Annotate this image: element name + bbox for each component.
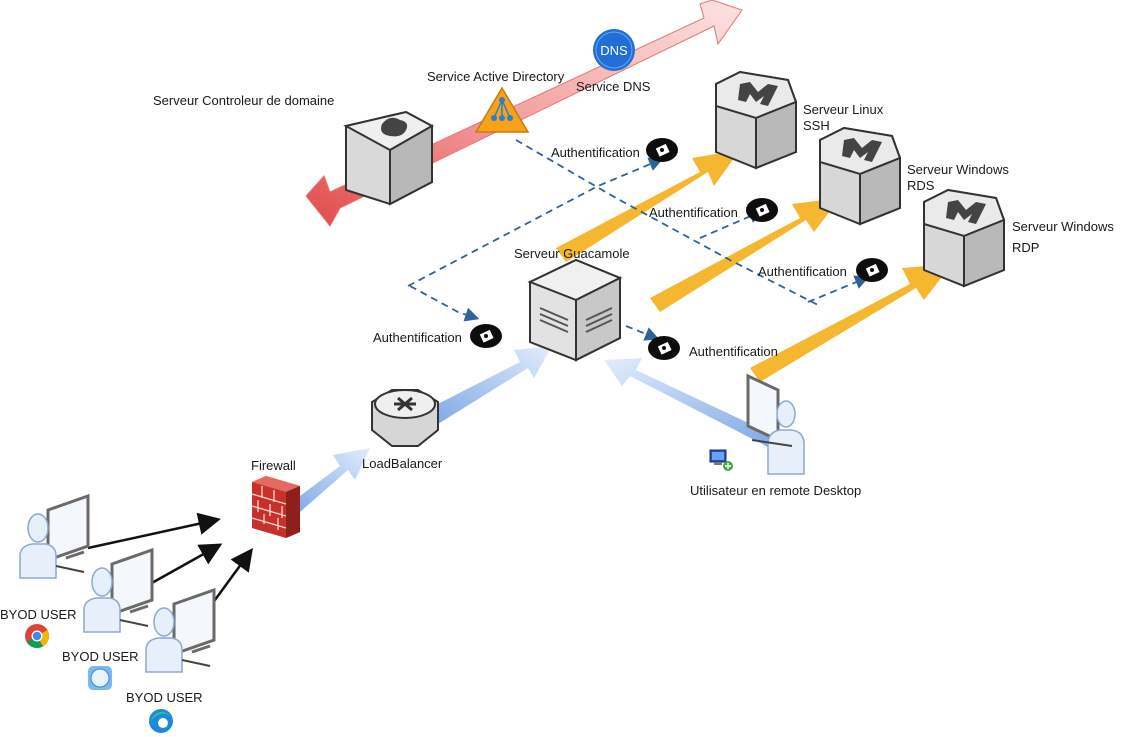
remote-desktop-icon <box>709 449 733 471</box>
byod-user-2 <box>82 548 154 634</box>
loadbalancer <box>371 389 439 447</box>
lock-icon <box>646 138 678 162</box>
byod-user-label-1: BYOD USER <box>0 607 77 622</box>
dns-icon: DNS <box>593 29 635 71</box>
lock-icon <box>648 336 680 360</box>
windows-rds-server <box>819 127 901 225</box>
edge-icon <box>149 709 173 733</box>
byod-user-label-3: BYOD USER <box>126 690 203 705</box>
lock-icon <box>470 324 502 348</box>
byod-user-1 <box>18 494 90 580</box>
firewall-label: Firewall <box>251 458 296 473</box>
safari-icon <box>88 666 112 690</box>
auth-label-rdp: Authentification <box>758 264 847 279</box>
dns-service-label: Service DNS <box>576 79 651 94</box>
byod-user-3 <box>144 588 216 674</box>
remote-user-label: Utilisateur en remote Desktop <box>690 483 862 498</box>
windows-rdp-server <box>923 189 1005 287</box>
firewall-icon <box>251 476 300 538</box>
guacamole-server <box>527 258 623 362</box>
windows-rdp-protocol-label: RDP <box>1012 240 1040 255</box>
domain-controller-server <box>343 110 435 206</box>
auth-label-guacamole: Authentification <box>373 330 462 345</box>
flow-arrows <box>292 346 776 512</box>
windows-rds-label: Serveur Windows <box>907 162 1009 177</box>
dns-badge-text: DNS <box>600 43 628 58</box>
linux-server <box>715 71 797 169</box>
linux-server-label: Serveur Linux <box>803 102 884 117</box>
active-directory-icon <box>474 86 530 133</box>
active-directory-label: Service Active Directory <box>427 69 565 84</box>
chrome-icon <box>25 624 50 649</box>
byod-arrows <box>87 512 253 605</box>
byod-user-label-2: BYOD USER <box>62 649 139 664</box>
windows-rdp-label: Serveur Windows <box>1012 219 1114 234</box>
linux-protocol-label: SSH <box>803 118 830 133</box>
remote-user <box>746 373 805 475</box>
gold-arrows <box>556 150 952 382</box>
auth-lines <box>407 139 870 341</box>
loadbalancer-label: LoadBalancer <box>362 456 443 471</box>
guacamole-label: Serveur Guacamole <box>514 246 630 261</box>
lock-icon <box>746 198 778 222</box>
windows-rds-protocol-label: RDS <box>907 178 935 193</box>
auth-label-remote: Authentification <box>689 344 778 359</box>
lock-icon <box>856 258 888 282</box>
domain-controller-label: Serveur Controleur de domaine <box>153 93 335 108</box>
auth-label-linux: Authentification <box>551 145 640 160</box>
auth-label-rds: Authentification <box>649 205 738 220</box>
